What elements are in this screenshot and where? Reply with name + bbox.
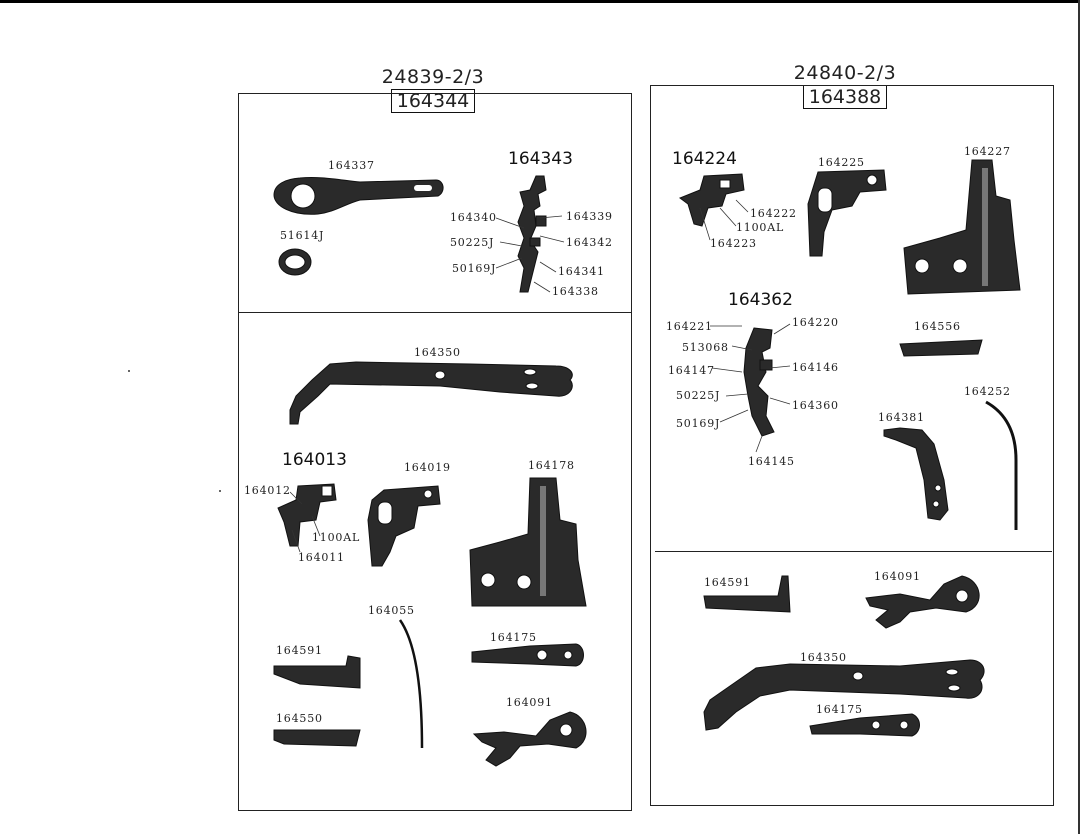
part-label: 164091: [874, 570, 921, 583]
part-label: 164225: [818, 156, 865, 169]
part-label: 164591: [704, 576, 751, 589]
part-label: 164055: [368, 604, 415, 617]
part-label: 164223: [710, 237, 757, 250]
scan-speck: [219, 490, 221, 492]
part-label: 164146: [792, 361, 839, 374]
group-label-164013: 164013: [282, 450, 347, 470]
scan-speck: [128, 370, 130, 372]
part-label: 50169J: [676, 417, 721, 430]
long-arm-164350-right-drawing: [703, 659, 985, 731]
part-label: 164342: [566, 236, 613, 249]
right-model-number: 24840-2/3: [793, 62, 897, 84]
left-panel-frame: [238, 93, 632, 811]
part-label: 164227: [964, 145, 1011, 158]
part-label: 164341: [558, 265, 605, 278]
right-panel-divider: [655, 551, 1052, 552]
collar-part-drawing: [278, 248, 312, 276]
part-label: 164360: [792, 399, 839, 412]
scan-top-border: [0, 0, 1080, 3]
part-label: 1100AL: [736, 221, 785, 234]
part-label: 164091: [506, 696, 553, 709]
plate-164178-drawing: [469, 477, 587, 607]
part-label: 164145: [748, 455, 795, 468]
right-panel-frame: [650, 85, 1054, 806]
group-label-164343: 164343: [508, 149, 573, 169]
hook-164091-right-drawing: [865, 575, 980, 629]
part-label: 164147: [668, 364, 715, 377]
part-label: 164012: [244, 484, 291, 497]
part-label: 51614J: [280, 229, 325, 242]
part-label: 50169J: [452, 262, 497, 275]
left-model-number: 24839-2/3: [381, 66, 485, 88]
part-label: 50225J: [676, 389, 721, 402]
link-164175-right-drawing: [809, 713, 920, 737]
part-label: 164338: [552, 285, 599, 298]
assembly-164224-drawing: [678, 173, 745, 227]
part-label: 50225J: [450, 236, 495, 249]
part-label: 164550: [276, 712, 323, 725]
part-label: 164222: [750, 207, 797, 220]
part-label: 164252: [964, 385, 1011, 398]
blade-164591-drawing: [273, 655, 361, 689]
latch-assembly-164362-drawing: [743, 327, 775, 437]
left-panel-header: 24839-2/3 164344: [378, 66, 488, 113]
blade-164556-drawing: [899, 339, 983, 357]
blade-164591-right-drawing: [703, 575, 791, 613]
part-label: 164350: [800, 651, 847, 664]
part-label: 164221: [666, 320, 713, 333]
part-label: 164339: [566, 210, 613, 223]
part-label: 164381: [878, 411, 925, 424]
part-label: 1100AL: [312, 531, 361, 544]
part-label: 164591: [276, 644, 323, 657]
part-label: 164011: [298, 551, 345, 564]
part-label: 164337: [328, 159, 375, 172]
bracket-164225-drawing: [807, 169, 887, 257]
part-label: 164556: [914, 320, 961, 333]
group-label-164362: 164362: [728, 290, 793, 310]
part-label: 164175: [490, 631, 537, 644]
group-label-164224: 164224: [672, 149, 737, 169]
bracket-164019-drawing: [367, 485, 441, 567]
left-assembly-number: 164344: [390, 89, 476, 113]
part-label: 513068: [682, 341, 729, 354]
left-panel-divider: [238, 312, 631, 313]
lever-164381-drawing: [883, 427, 949, 521]
right-panel-header: 24840-2/3 164388: [790, 62, 900, 109]
hook-164091-drawing: [472, 711, 587, 767]
wire-164055-drawing: [398, 619, 424, 749]
part-label: 164350: [414, 346, 461, 359]
part-label: 164178: [528, 459, 575, 472]
wrench-part-drawing: [273, 177, 444, 215]
scan-right-edge: [1078, 0, 1080, 834]
link-164175-drawing: [471, 643, 584, 667]
latch-assembly-drawing: [517, 175, 547, 293]
wire-164252-drawing: [985, 400, 1018, 530]
part-label: 164340: [450, 211, 497, 224]
part-label: 164019: [404, 461, 451, 474]
blade-164550-drawing: [273, 729, 361, 747]
part-label: 164220: [792, 316, 839, 329]
long-arm-drawing: [289, 361, 573, 425]
part-label: 164175: [816, 703, 863, 716]
plate-164227-drawing: [903, 159, 1021, 295]
